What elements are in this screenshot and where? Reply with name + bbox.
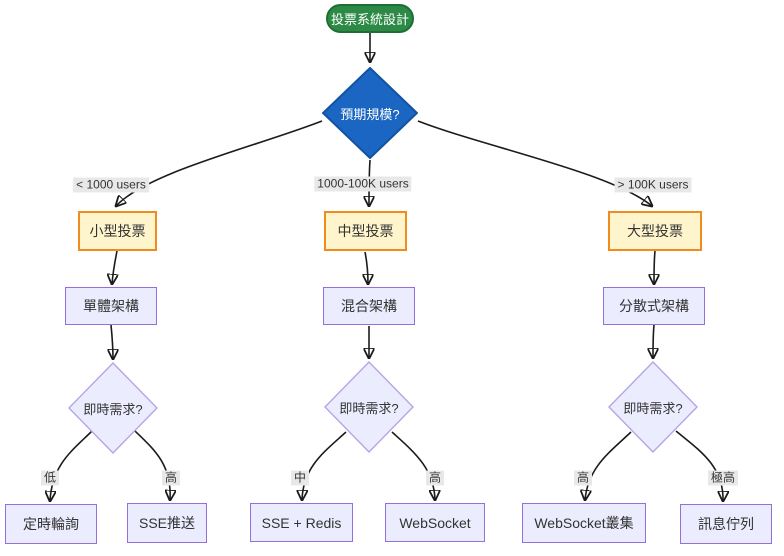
node-hybrid-arch-label: 混合架構	[341, 298, 397, 314]
edge-small-to-monolith	[112, 250, 117, 284]
node-realtime-large: 即時需求?	[608, 361, 698, 453]
node-websocket: WebSocket	[385, 503, 485, 542]
edge-large-to-distributed	[654, 250, 655, 284]
edge-distributed-to-rt3	[653, 324, 654, 358]
edge-label-gt-100k-users: > 100K users	[614, 177, 692, 193]
node-sse-redis-label: SSE + Redis	[261, 514, 342, 531]
node-scale-decision-label: 預期規模?	[340, 106, 400, 122]
node-realtime-small: 即時需求?	[68, 362, 158, 454]
node-realtime-medium-label: 即時需求?	[339, 400, 399, 416]
edge-label-low: 低	[40, 470, 60, 486]
node-large-vote: 大型投票	[608, 211, 702, 251]
edge-label-lt-1000-users: < 1000 users	[73, 177, 149, 193]
node-large-vote-label: 大型投票	[627, 223, 683, 239]
node-sse-redis: SSE + Redis	[250, 503, 353, 542]
node-ws-cluster-label: WebSocket叢集	[534, 515, 634, 531]
node-monolith-arch-label: 單體架構	[83, 298, 139, 314]
node-message-queue: 訊息佇列	[680, 504, 772, 544]
edge-rt1-to-polling	[50, 430, 93, 501]
node-realtime-large-label: 即時需求?	[623, 400, 683, 416]
edge-rt3-to-message-queue	[675, 430, 723, 501]
edge-label-mid-users: 1000-100K users	[314, 176, 412, 192]
edge-rt2-to-sse-redis	[302, 431, 347, 500]
edge-rt2-to-websocket	[391, 431, 435, 500]
node-ws-cluster: WebSocket叢集	[522, 503, 646, 543]
edge-label-high-small: 高	[161, 470, 181, 486]
node-websocket-label: WebSocket	[399, 514, 471, 531]
diamond-shape	[322, 67, 418, 159]
edge-label-high-large: 高	[573, 470, 593, 486]
node-start: 投票系統設計	[326, 4, 414, 33]
node-distributed-arch: 分散式架構	[603, 287, 705, 325]
edge-rt1-to-sse-push	[134, 430, 170, 500]
node-realtime-medium: 即時需求?	[324, 361, 414, 453]
edge-medium-to-hybrid	[365, 251, 368, 284]
node-small-vote: 小型投票	[78, 211, 157, 251]
diamond-shape	[608, 361, 698, 453]
node-start-label: 投票系統設計	[330, 12, 409, 27]
node-realtime-small-label: 即時需求?	[83, 401, 143, 417]
node-message-queue-label: 訊息佇列	[698, 516, 754, 532]
node-distributed-arch-label: 分散式架構	[619, 298, 689, 314]
node-sse-push-label: SSE推送	[138, 515, 195, 531]
node-monolith-arch: 單體架構	[65, 287, 157, 325]
node-sse-push: SSE推送	[127, 503, 207, 543]
diamond-shape	[324, 361, 414, 453]
node-polling: 定時輪詢	[5, 504, 97, 544]
edge-scale-to-small	[116, 120, 323, 206]
edge-label-very-high: 極高	[707, 470, 739, 486]
node-medium-vote: 中型投票	[324, 211, 407, 251]
edge-scale-to-large	[417, 120, 652, 206]
diamond-shape	[68, 362, 158, 454]
edge-rt3-to-ws-cluster	[585, 431, 632, 500]
edge-label-medium-need: 中	[290, 470, 310, 486]
node-medium-vote-label: 中型投票	[337, 223, 394, 239]
edge-label-high-medium: 高	[425, 470, 445, 486]
node-hybrid-arch: 混合架構	[323, 287, 415, 325]
node-scale-decision: 預期規模?	[322, 67, 418, 159]
node-small-vote-label: 小型投票	[89, 223, 146, 239]
node-polling-label: 定時輪詢	[23, 516, 79, 532]
edge-monolith-to-rt1	[111, 324, 113, 359]
